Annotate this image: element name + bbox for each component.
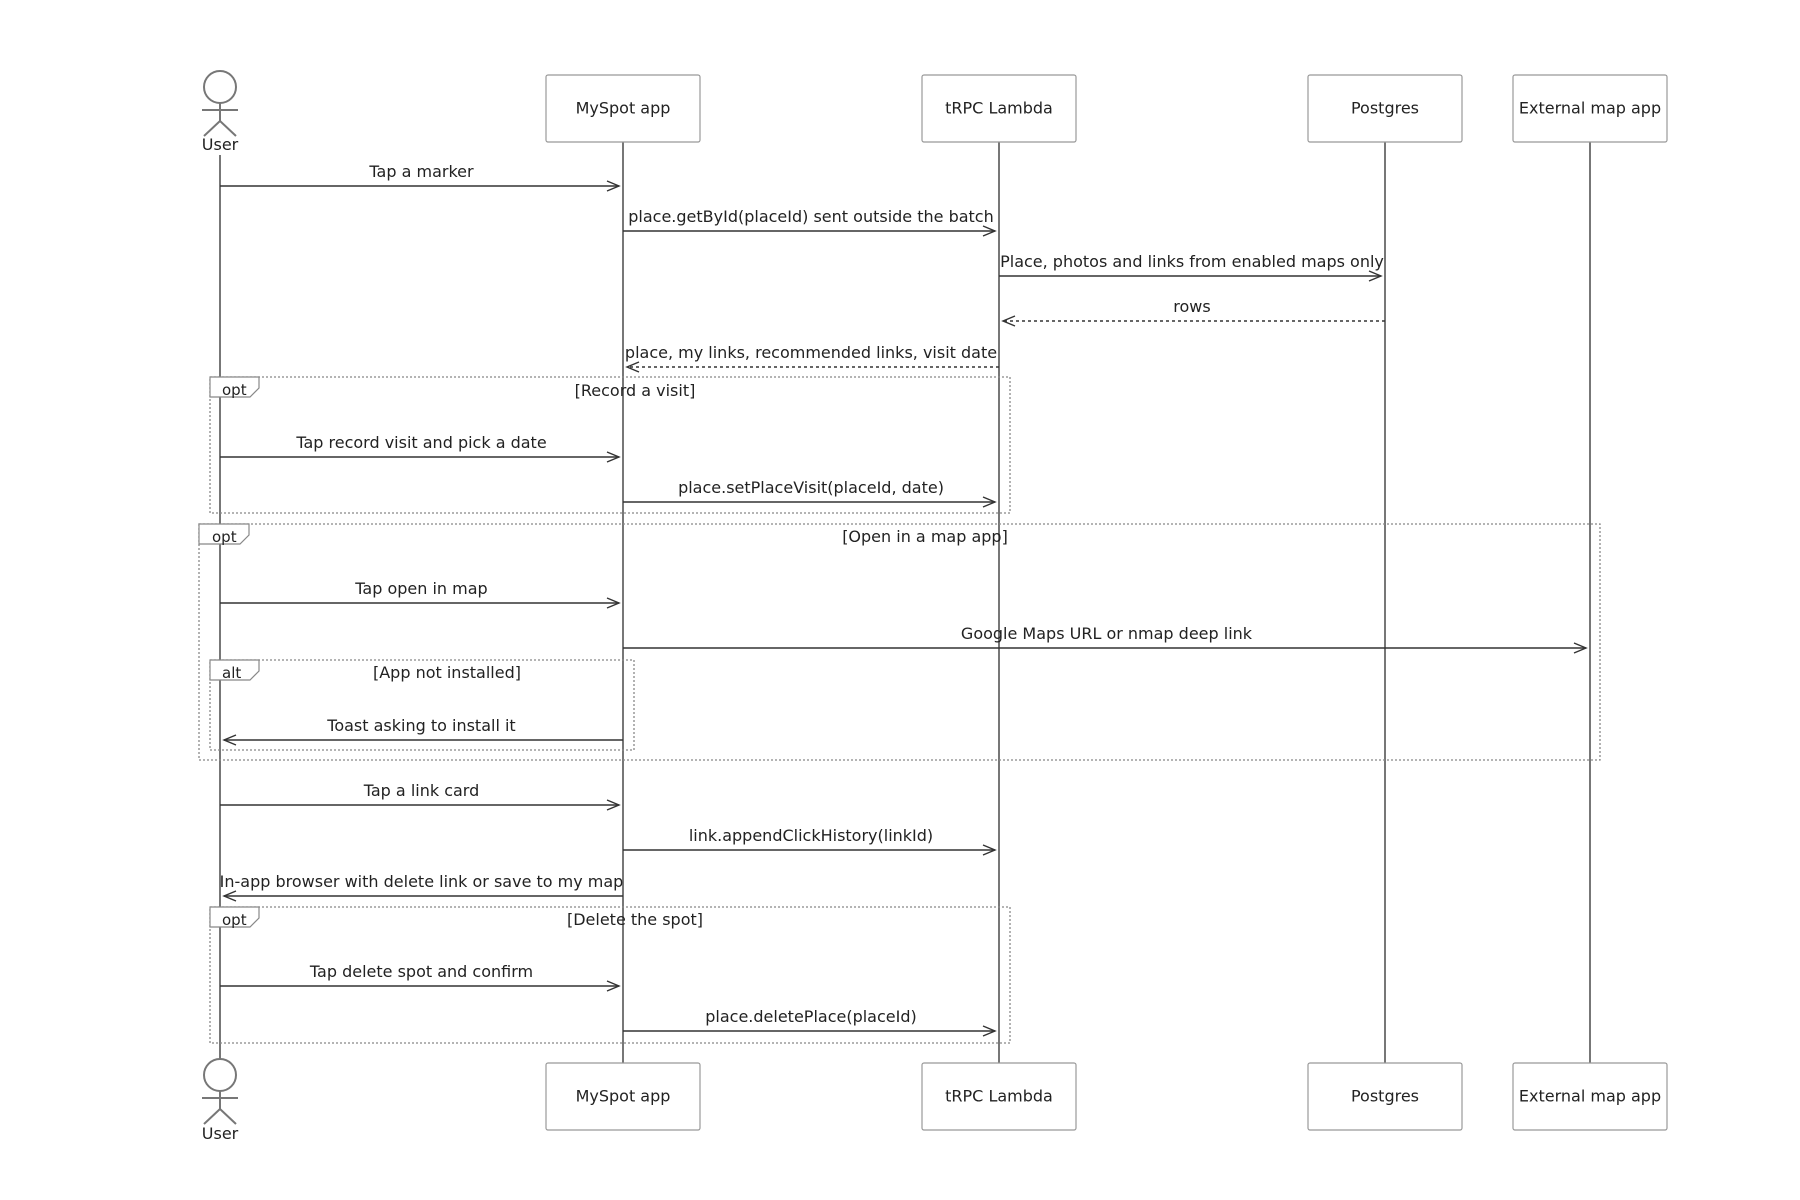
message-label: place, my links, recommended links, visi…: [625, 343, 997, 362]
participant-label: User: [202, 135, 239, 154]
frame-condition: [App not installed]: [373, 663, 521, 682]
message-label: Tap delete spot and confirm: [309, 962, 533, 981]
frame-condition: [Record a visit]: [575, 381, 696, 400]
message-7: place.setPlaceVisit(placeId, date): [623, 478, 997, 508]
participant-box-external-map-bottom: External map app: [1512, 1062, 1668, 1131]
participant-box-postgres-top: Postgres: [1307, 74, 1463, 143]
message-4: rows: [1001, 297, 1385, 327]
message-15: place.deletePlace(placeId): [623, 1007, 997, 1037]
participant-box-external-map-top: External map app: [1512, 74, 1668, 143]
actor-user-bottom: User: [202, 1058, 239, 1143]
message-label: Tap record visit and pick a date: [295, 433, 546, 452]
message-2: place.getById(placeId) sent outside the …: [623, 207, 997, 237]
participant-box-app-top: MySpot app: [545, 74, 701, 143]
message-1: Tap a marker: [220, 162, 621, 192]
arrowhead-icon: [1001, 315, 1016, 327]
actor-user-top: User: [202, 70, 239, 154]
participant-box-lambda-bottom: tRPC Lambda: [921, 1062, 1077, 1131]
participant-label: External map app: [1519, 1087, 1661, 1106]
participant-box-lambda-top: tRPC Lambda: [921, 74, 1077, 143]
participant-label: External map app: [1519, 99, 1661, 118]
frame-condition: [Delete the spot]: [567, 910, 703, 929]
arrowhead-icon: [982, 496, 997, 508]
message-6: Tap record visit and pick a date: [220, 433, 621, 463]
participant-label: tRPC Lambda: [945, 1087, 1053, 1106]
message-13: In-app browser with delete link or save …: [220, 872, 624, 902]
message-label: place.getById(placeId) sent outside the …: [628, 207, 993, 226]
arrowhead-icon: [982, 844, 997, 856]
frame-alt-not-installed: alt [App not installed]: [209, 659, 635, 751]
message-label: place.deletePlace(placeId): [705, 1007, 916, 1026]
message-11: Tap a link card: [220, 781, 621, 811]
participant-label: MySpot app: [576, 99, 671, 118]
user-actor-icon: [203, 70, 237, 104]
arrowhead-icon: [606, 980, 621, 992]
frame-kind-label: alt: [222, 664, 241, 682]
frame-kind-label: opt: [222, 381, 247, 399]
participant-label: Postgres: [1351, 99, 1419, 118]
message-5: place, my links, recommended links, visi…: [625, 343, 999, 373]
arrowhead-icon: [625, 361, 640, 373]
frame-condition: [Open in a map app]: [842, 527, 1008, 546]
participants-top: User MySpot app tRPC Lambda Postgres Ext…: [202, 70, 1668, 154]
message-label: place.setPlaceVisit(placeId, date): [678, 478, 944, 497]
frame-opt-record-visit: opt [Record a visit]: [209, 376, 1011, 514]
arrowhead-icon: [222, 734, 237, 746]
message-label: Tap open in map: [354, 579, 487, 598]
arrowhead-icon: [606, 799, 621, 811]
message-label: Tap a link card: [363, 781, 480, 800]
arrowhead-icon: [982, 1025, 997, 1037]
frame-opt-delete-spot: opt [Delete the spot]: [209, 906, 1011, 1044]
arrowhead-icon: [1368, 270, 1383, 282]
message-9: Google Maps URL or nmap deep link: [623, 624, 1588, 654]
message-label: link.appendClickHistory(linkId): [689, 826, 933, 845]
message-label: In-app browser with delete link or save …: [220, 872, 624, 891]
arrowhead-icon: [606, 451, 621, 463]
user-actor-icon: [203, 1058, 237, 1092]
participant-box-app-bottom: MySpot app: [545, 1062, 701, 1131]
arrowhead-icon: [606, 180, 621, 192]
message-label: rows: [1173, 297, 1210, 316]
arrowhead-icon: [982, 225, 997, 237]
message-10: Toast asking to install it: [222, 716, 623, 746]
frame-kind-label: opt: [212, 528, 237, 546]
participant-label: User: [202, 1124, 239, 1143]
messages: Tap a marker place.getById(placeId) sent …: [220, 162, 1588, 1037]
arrowhead-icon: [222, 890, 237, 902]
message-label: Google Maps URL or nmap deep link: [961, 624, 1253, 643]
arrowhead-icon: [606, 597, 621, 609]
message-14: Tap delete spot and confirm: [220, 962, 621, 992]
message-12: link.appendClickHistory(linkId): [623, 826, 997, 856]
participant-box-postgres-bottom: Postgres: [1307, 1062, 1463, 1131]
participant-label: tRPC Lambda: [945, 99, 1053, 118]
frame-kind-label: opt: [222, 911, 247, 929]
message-label: Place, photos and links from enabled map…: [1000, 252, 1384, 271]
participant-label: MySpot app: [576, 1087, 671, 1106]
message-label: Toast asking to install it: [326, 716, 515, 735]
message-3: Place, photos and links from enabled map…: [999, 252, 1384, 282]
message-label: Tap a marker: [368, 162, 474, 181]
participant-label: Postgres: [1351, 1087, 1419, 1106]
message-8: Tap open in map: [220, 579, 621, 609]
frame-opt-open-map: opt [Open in a map app]: [198, 523, 1601, 761]
arrowhead-icon: [1573, 642, 1588, 654]
participants-bottom: User MySpot app tRPC Lambda Postgres Ext…: [202, 1058, 1668, 1143]
